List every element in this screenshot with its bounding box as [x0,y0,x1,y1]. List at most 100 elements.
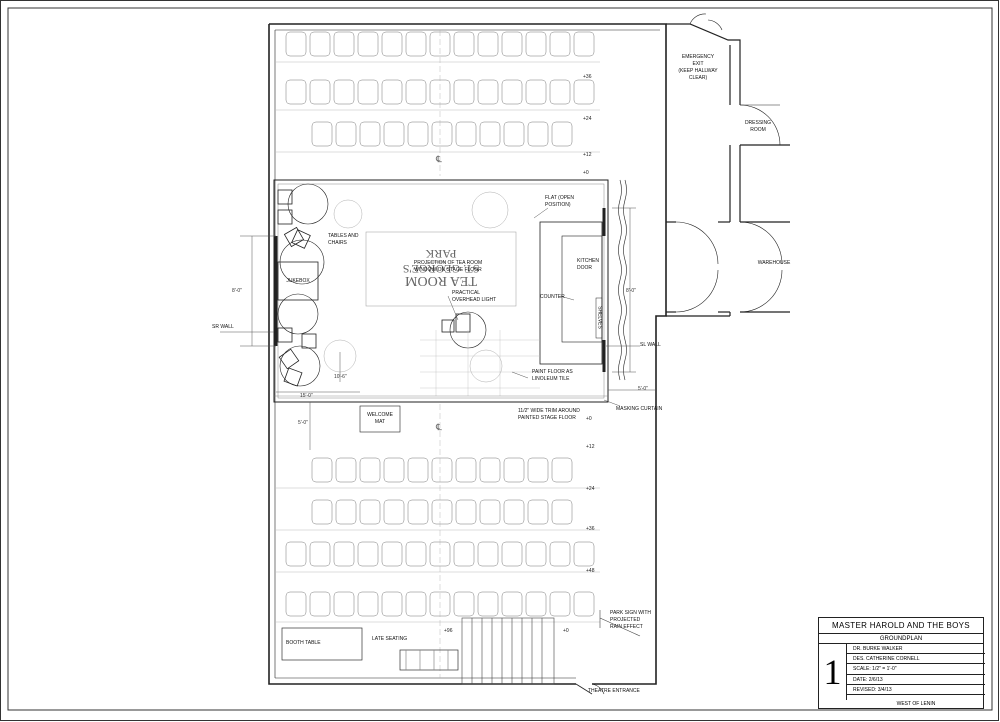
theatre-walls [268,23,667,685]
seat [381,79,403,105]
seat [501,31,523,57]
projection-label: PROJECTION OF TEA ROOM WINDOW ON STAGE F… [413,260,483,273]
seat [335,457,357,483]
row-label: +48 [586,568,595,574]
row-label: +96 [444,628,453,634]
seat [455,457,477,483]
tea-room-sign-line2: TEA ROOM [405,273,477,288]
seat [453,591,475,617]
late-seating-label: LATE SEATING [372,636,408,642]
row-label: +24 [586,486,595,492]
entrance-stairs [461,610,641,685]
seat [359,457,381,483]
seat [285,541,307,567]
booth-table-label: BOOTH TABLE [286,640,321,646]
seat [573,31,595,57]
seat [405,79,427,105]
seat [503,499,525,525]
title-block-rows: DR. BURKE WALKER DES. CATHERINE CORNELL … [847,644,985,700]
seat [311,499,333,525]
seat [501,541,523,567]
row-label: +36 [583,74,592,80]
seat [503,457,525,483]
seat [431,499,453,525]
kitchen-door-label: KITCHEN DOOR [577,258,599,271]
date-row: DATE: 2/6/13 [847,675,985,685]
emergency-exit-label: EMERGENCY EXIT (KEEP HALLWAY CLEAR) [678,54,718,81]
seat [525,591,547,617]
masking-curtain-label: MASKING CURTAIN [616,406,663,412]
park-sign-label: PARK SIGN WITH PROJECTED RAIN EFFECT [610,610,652,630]
centerline-symbol: ℄ [436,422,442,432]
seat [549,31,571,57]
row-label: +12 [583,152,592,158]
centerline-symbol: ℄ [436,154,442,164]
seat [381,31,403,57]
seat [405,541,427,567]
seat [477,541,499,567]
seat [479,457,501,483]
seat [309,591,331,617]
seat [455,499,477,525]
seat [573,541,595,567]
seat [333,79,355,105]
warehouse-label: WAREHOUSE [757,260,791,266]
seat [527,457,549,483]
seat [549,591,571,617]
sheet-number: 1 [819,644,847,700]
seat [407,457,429,483]
designer-row: DES. CATHERINE CORNELL [847,654,985,665]
seat [309,541,331,567]
welcome-mat-label: WELCOME MAT [367,412,393,425]
row-label: +0 [583,170,589,176]
seat [335,121,357,147]
kitchen-depth-dim: 8'-0" [626,288,636,294]
trim-label: 11/2" WIDE TRIM AROUND PAINTED STAGE FLO… [518,408,580,421]
seat [527,499,549,525]
seat [381,591,403,617]
stage-platform [273,179,627,433]
jukebox-offset-dim: 10'-6" [334,374,347,380]
seat [285,31,307,57]
seat [453,79,475,105]
seat [311,457,333,483]
seat [383,499,405,525]
title-block: MASTER HAROLD AND THE BOYS GROUNDPLAN 1 … [818,617,985,709]
seat [501,591,523,617]
seat [477,79,499,105]
flat-label: FLAT (OPEN POSITION) [545,195,574,208]
seat [525,541,547,567]
stage-width-dim: 15'-0" [300,393,313,399]
row-label: +24 [583,116,592,122]
backstage-rooms [575,13,790,695]
seat [357,31,379,57]
seat [431,121,453,147]
shelves-label: SHELVES [596,306,603,329]
seat [525,79,547,105]
drawing-frame [7,7,993,711]
seat [357,79,379,105]
seat [477,31,499,57]
title-block-title: MASTER HAROLD AND THE BOYS [819,618,983,634]
seat [381,541,403,567]
seat [453,541,475,567]
seat [359,499,381,525]
seat [311,121,333,147]
seat [333,31,355,57]
director-row: DR. BURKE WALKER [847,644,985,655]
sr-wall-label: SR WALL [212,324,234,330]
seat [551,457,573,483]
jukebox-label: JUKEBOX [286,278,310,284]
row-label: +0 [563,628,569,634]
sl-wall-label: SL WALL [640,342,661,348]
row-label: +0 [586,416,592,422]
tables-chairs-label: TABLES AND CHAIRS [328,233,359,246]
title-block-subtitle: GROUNDPLAN [819,634,983,644]
title-block-footer: WEST OF LENIN [896,701,936,707]
seat [309,31,331,57]
seat [429,79,451,105]
seat [551,121,573,147]
theatre-entrance-label: THEATRE ENTRANCE [588,688,640,694]
